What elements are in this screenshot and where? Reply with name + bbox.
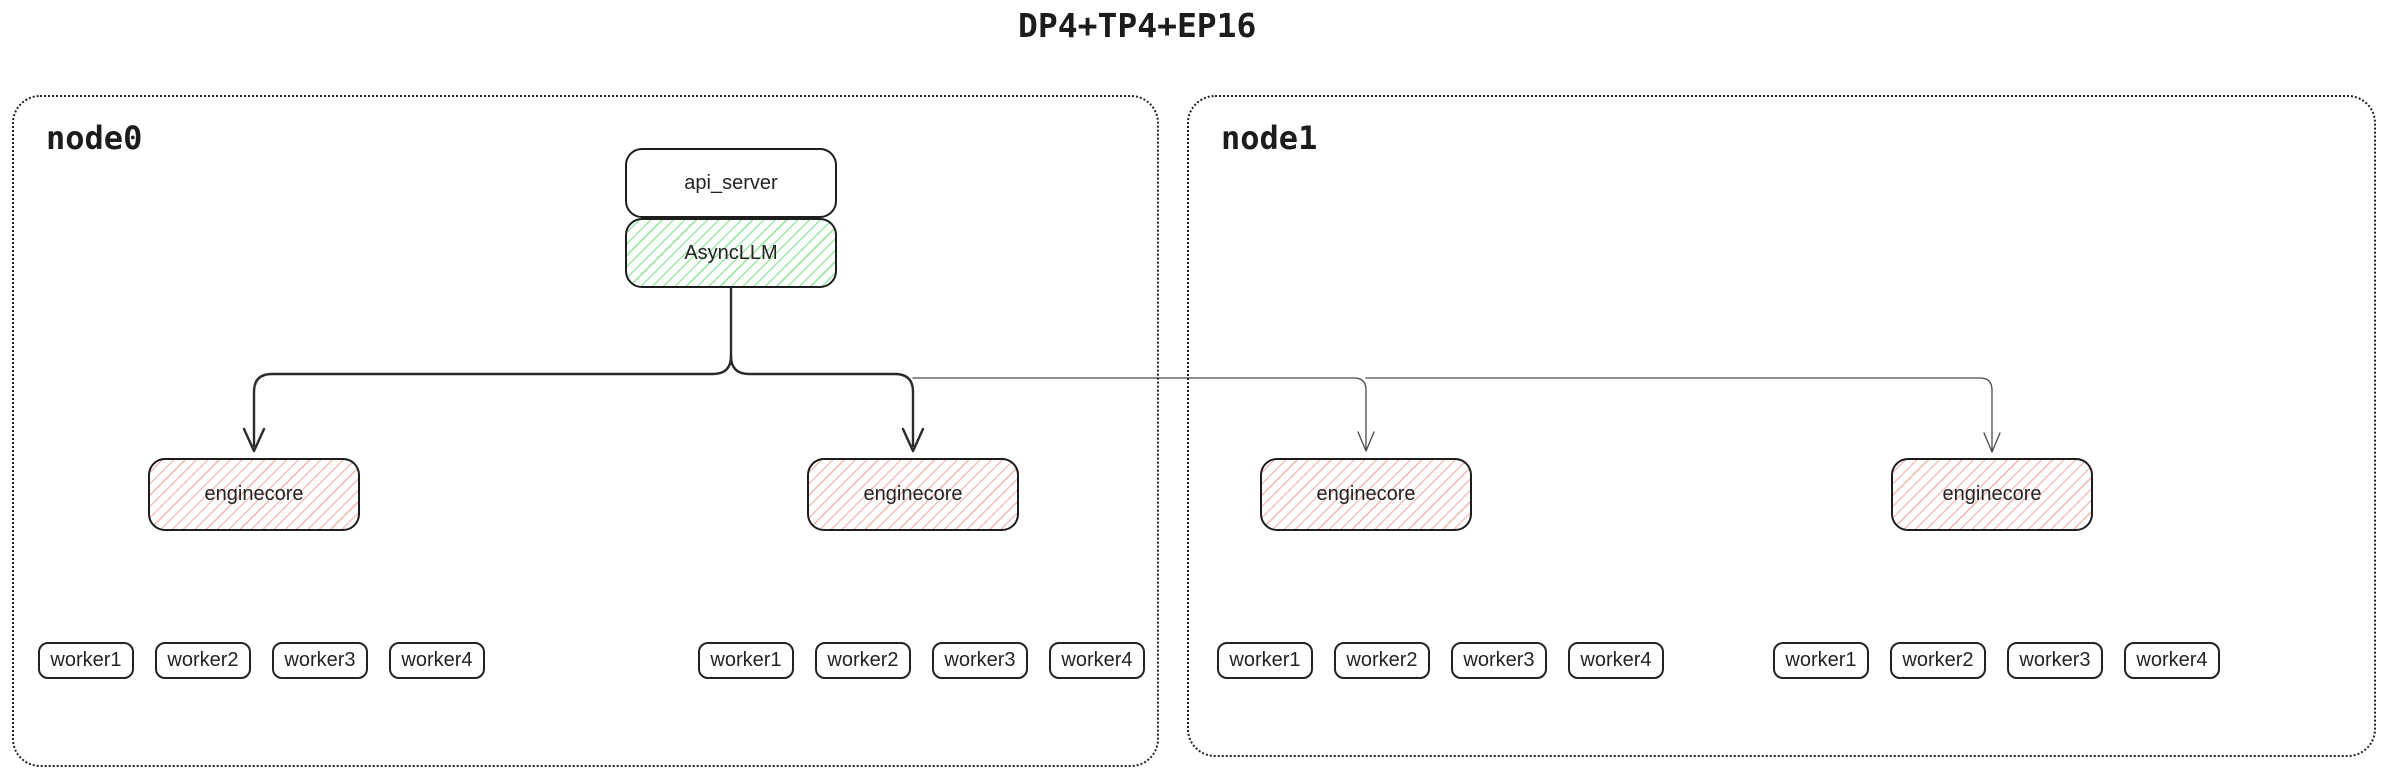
worker-label: worker1 [1785,649,1857,671]
node1-container: node1 [1187,95,2376,757]
worker-label: worker3 [284,649,356,671]
asyncllm-box: AsyncLLM [625,218,837,288]
worker-box: worker1 [38,642,134,679]
worker-box: worker2 [155,642,251,679]
worker-label: worker2 [1346,649,1418,671]
worker-box: worker4 [1049,642,1145,679]
node0-container: node0 [12,95,1159,767]
worker-label: worker4 [2136,649,2208,671]
worker-label: worker4 [1061,649,1133,671]
worker-row-node1-2: worker1 worker2 worker3 worker4 [1773,642,2220,679]
worker-box: worker3 [932,642,1028,679]
api-server-label: api_server [684,171,778,194]
worker-label: worker2 [167,649,239,671]
worker-label: worker3 [2019,649,2091,671]
enginecore-box-node1-1: enginecore [1260,458,1472,531]
worker-row-node1-1: worker1 worker2 worker3 worker4 [1217,642,1664,679]
node1-label: node1 [1221,119,1318,157]
worker-row-node0-2: worker1 worker2 worker3 worker4 [698,642,1145,679]
asyncllm-label: AsyncLLM [684,241,778,264]
worker-box: worker4 [2124,642,2220,679]
worker-row-node0-1: worker1 worker2 worker3 worker4 [38,642,485,679]
enginecore-label: enginecore [204,483,304,505]
enginecore-label: enginecore [863,483,963,505]
worker-box: worker1 [1217,642,1313,679]
worker-box: worker1 [698,642,794,679]
enginecore-label: enginecore [1316,483,1416,505]
diagram-title: DP4+TP4+EP16 [1018,6,1257,45]
worker-box: worker2 [815,642,911,679]
worker-box: worker3 [272,642,368,679]
enginecore-box-node1-2: enginecore [1891,458,2093,531]
enginecore-label: enginecore [1942,483,2042,505]
worker-label: worker3 [944,649,1016,671]
worker-label: worker4 [401,649,473,671]
worker-label: worker2 [827,649,899,671]
node0-label: node0 [46,119,143,157]
worker-box: worker2 [1334,642,1430,679]
enginecore-box-node0-2: enginecore [807,458,1019,531]
worker-label: worker3 [1463,649,1535,671]
worker-label: worker1 [50,649,122,671]
worker-box: worker3 [2007,642,2103,679]
worker-box: worker4 [1568,642,1664,679]
api-server-box: api_server [625,148,837,218]
worker-box: worker1 [1773,642,1869,679]
worker-label: worker1 [1229,649,1301,671]
worker-label: worker1 [710,649,782,671]
worker-box: worker3 [1451,642,1547,679]
worker-label: worker4 [1580,649,1652,671]
enginecore-box-node0-1: enginecore [148,458,360,531]
worker-box: worker2 [1890,642,1986,679]
worker-box: worker4 [389,642,485,679]
worker-label: worker2 [1902,649,1974,671]
